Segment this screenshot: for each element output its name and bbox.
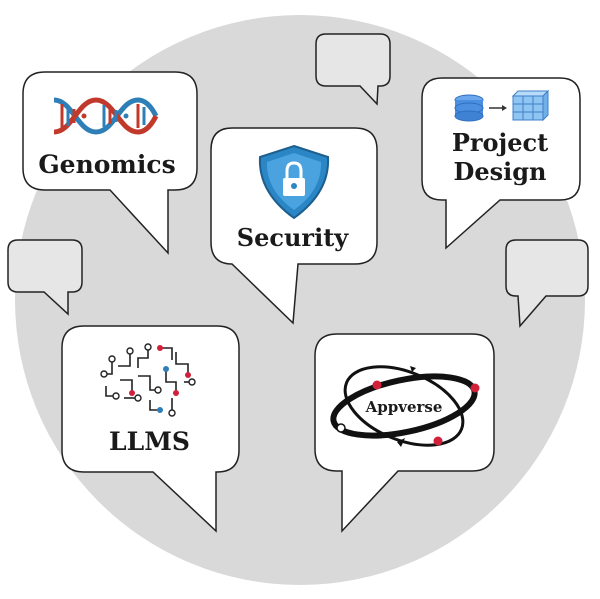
dna-icon (53, 97, 159, 135)
appverse-label: Appverse (365, 398, 443, 416)
genomics-label: Genomics (38, 150, 176, 179)
llms-label: LLMS (109, 427, 190, 456)
shield-lock-icon (258, 144, 330, 220)
llms-bubble[interactable] (61, 325, 240, 533)
empty-bubble-left (7, 239, 83, 316)
project-design-label-line1: Project (451, 128, 549, 157)
brain-circuit-icon (104, 347, 192, 412)
empty-bubble-right (505, 239, 589, 328)
database-to-table-icon (454, 89, 550, 122)
security-label: Security (236, 223, 349, 252)
security-bubble[interactable] (210, 127, 378, 325)
project-design-label: Project Design (420, 128, 580, 186)
empty-bubble-top (315, 33, 391, 106)
project-design-label-line2: Design (453, 157, 547, 186)
brain-circuit-nodes (100, 343, 196, 417)
orbit-logo-icon (330, 365, 480, 447)
